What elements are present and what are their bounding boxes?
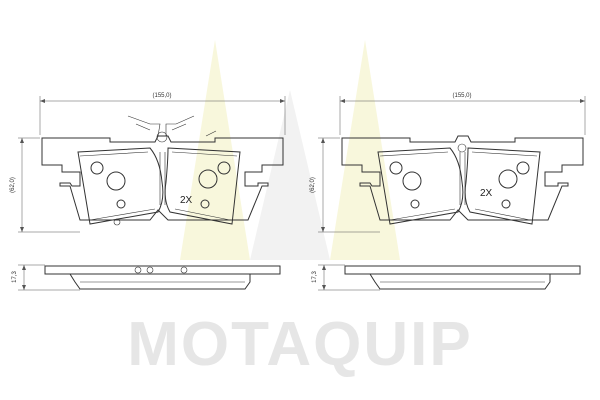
- left-pad-front-view: (155,0) (62,0) 2X: [10, 93, 286, 233]
- watermark-brand: MOTAQUIP: [127, 310, 473, 379]
- watermark-logo: [180, 40, 400, 260]
- right-height-dimension: (62,0): [310, 177, 316, 193]
- left-height-dimension: (62,0): [10, 177, 16, 193]
- right-width-dimension: (155,0): [452, 93, 471, 99]
- right-pad-side-view: 17,3: [312, 264, 581, 291]
- left-thickness-dimension: 17,3: [12, 271, 18, 283]
- right-pad-front-view: (155,0) (62,0) 2X: [310, 93, 586, 233]
- right-thickness-dimension: 17,3: [312, 271, 318, 283]
- left-width-dimension: (155,0): [152, 93, 171, 99]
- left-pad-side-view: 17,3: [12, 264, 281, 291]
- right-quantity-label: 2X: [480, 188, 493, 199]
- left-quantity-label: 2X: [180, 195, 193, 206]
